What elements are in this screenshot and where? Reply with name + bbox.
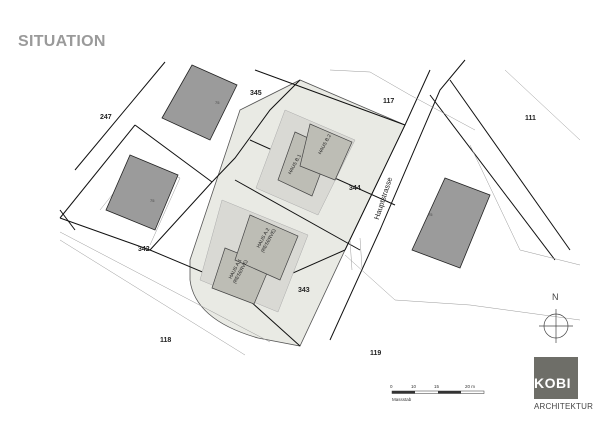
- scale-tick-10: 10: [411, 384, 417, 389]
- new-houses: [199, 109, 356, 313]
- neighbor-buildings: [105, 64, 491, 269]
- scale-tick-15: 15: [434, 384, 440, 389]
- parcel-label-247: 247: [100, 114, 112, 121]
- parcel-label-119: 119: [370, 350, 382, 357]
- neighbor-building-east: [411, 177, 491, 269]
- parcel-label-344: 344: [349, 185, 361, 192]
- building-number-a: 75: [215, 100, 220, 105]
- parcel-label-111: 111: [525, 115, 536, 122]
- scale-bar: [391, 390, 485, 394]
- parcel-label-118: 118: [160, 337, 172, 344]
- haus-a2-footprint: [234, 214, 299, 281]
- parcel-label-342: 342: [138, 246, 150, 253]
- parcel-label-343: 343: [298, 287, 310, 294]
- parcel-label-345: 345: [250, 90, 262, 97]
- kobi-logo: [534, 357, 578, 399]
- building-number-c: 75: [428, 212, 433, 217]
- haus-b2-footprint: [299, 123, 353, 181]
- neighbor-building-342: [105, 154, 179, 231]
- north-label: N: [552, 292, 559, 302]
- scale-caption: Massstab: [392, 397, 412, 402]
- parcel-label-117: 117: [383, 98, 395, 105]
- logo-mark: KOBI: [534, 375, 571, 391]
- neighbor-building-345: [161, 64, 238, 141]
- scale-tick-0: 0: [390, 384, 393, 389]
- building-number-b: 75: [150, 198, 155, 203]
- logo-subtitle: ARCHITEKTUR: [534, 402, 594, 411]
- north-arrow: [539, 309, 573, 343]
- scale-tick-20: 20 m: [465, 384, 476, 389]
- page-title: SITUATION: [18, 33, 106, 50]
